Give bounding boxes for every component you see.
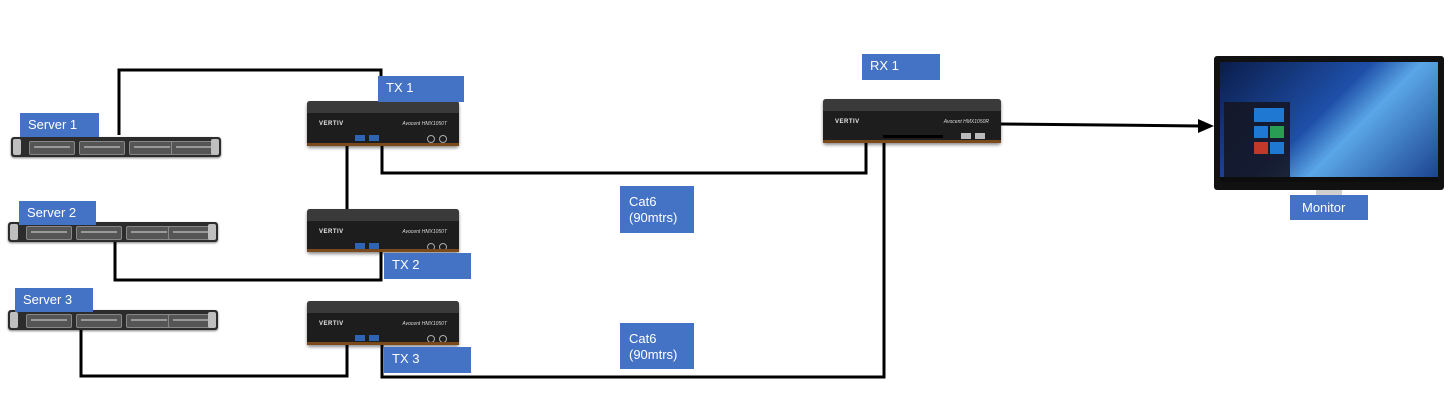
transmitter-tx2: VERTIV Avocent HMX1050T bbox=[307, 209, 459, 252]
transmitter-tx3: VERTIV Avocent HMX1050T bbox=[307, 301, 459, 345]
wire-rx1-monitor bbox=[1000, 122, 1201, 128]
model-label: Avocent HMX1050R bbox=[943, 119, 989, 125]
monitor-display bbox=[1214, 56, 1444, 190]
server-3 bbox=[8, 310, 218, 330]
wire-tx3-rx1 bbox=[380, 143, 886, 379]
server-2 bbox=[8, 222, 218, 242]
arrowhead-icon bbox=[1198, 119, 1214, 133]
model-label: Avocent HMX1050T bbox=[402, 321, 447, 327]
brand-label: VERTIV bbox=[835, 119, 860, 125]
label-cable-upper: Cat6 (90mtrs) bbox=[620, 186, 694, 233]
brand-label: VERTIV bbox=[319, 229, 344, 235]
brand-label: VERTIV bbox=[319, 121, 344, 127]
wire-server3-tx3 bbox=[79, 330, 349, 378]
monitor-stand bbox=[1316, 190, 1342, 198]
label-tx-2: TX 2 bbox=[384, 253, 471, 279]
label-tx-1: TX 1 bbox=[378, 76, 464, 102]
receiver-rx1: VERTIV Avocent HMX1050R bbox=[823, 99, 1001, 143]
label-monitor: Monitor bbox=[1290, 195, 1368, 220]
brand-label: VERTIV bbox=[319, 321, 344, 327]
model-label: Avocent HMX1050T bbox=[402, 229, 447, 235]
wire-tx1-rx1 bbox=[380, 143, 868, 175]
label-server-2: Server 2 bbox=[19, 201, 96, 225]
transmitter-tx1: VERTIV Avocent HMX1050T bbox=[307, 101, 459, 146]
server-1 bbox=[11, 137, 221, 157]
windows-desktop bbox=[1220, 62, 1438, 182]
label-rx-1: RX 1 bbox=[862, 54, 940, 80]
label-server-1: Server 1 bbox=[20, 113, 99, 137]
model-label: Avocent HMX1050T bbox=[402, 121, 447, 127]
label-tx-3: TX 3 bbox=[384, 347, 471, 373]
label-server-3: Server 3 bbox=[15, 288, 93, 312]
label-cable-lower: Cat6 (90mtrs) bbox=[620, 323, 694, 369]
wire-server2-tx2 bbox=[113, 242, 383, 282]
